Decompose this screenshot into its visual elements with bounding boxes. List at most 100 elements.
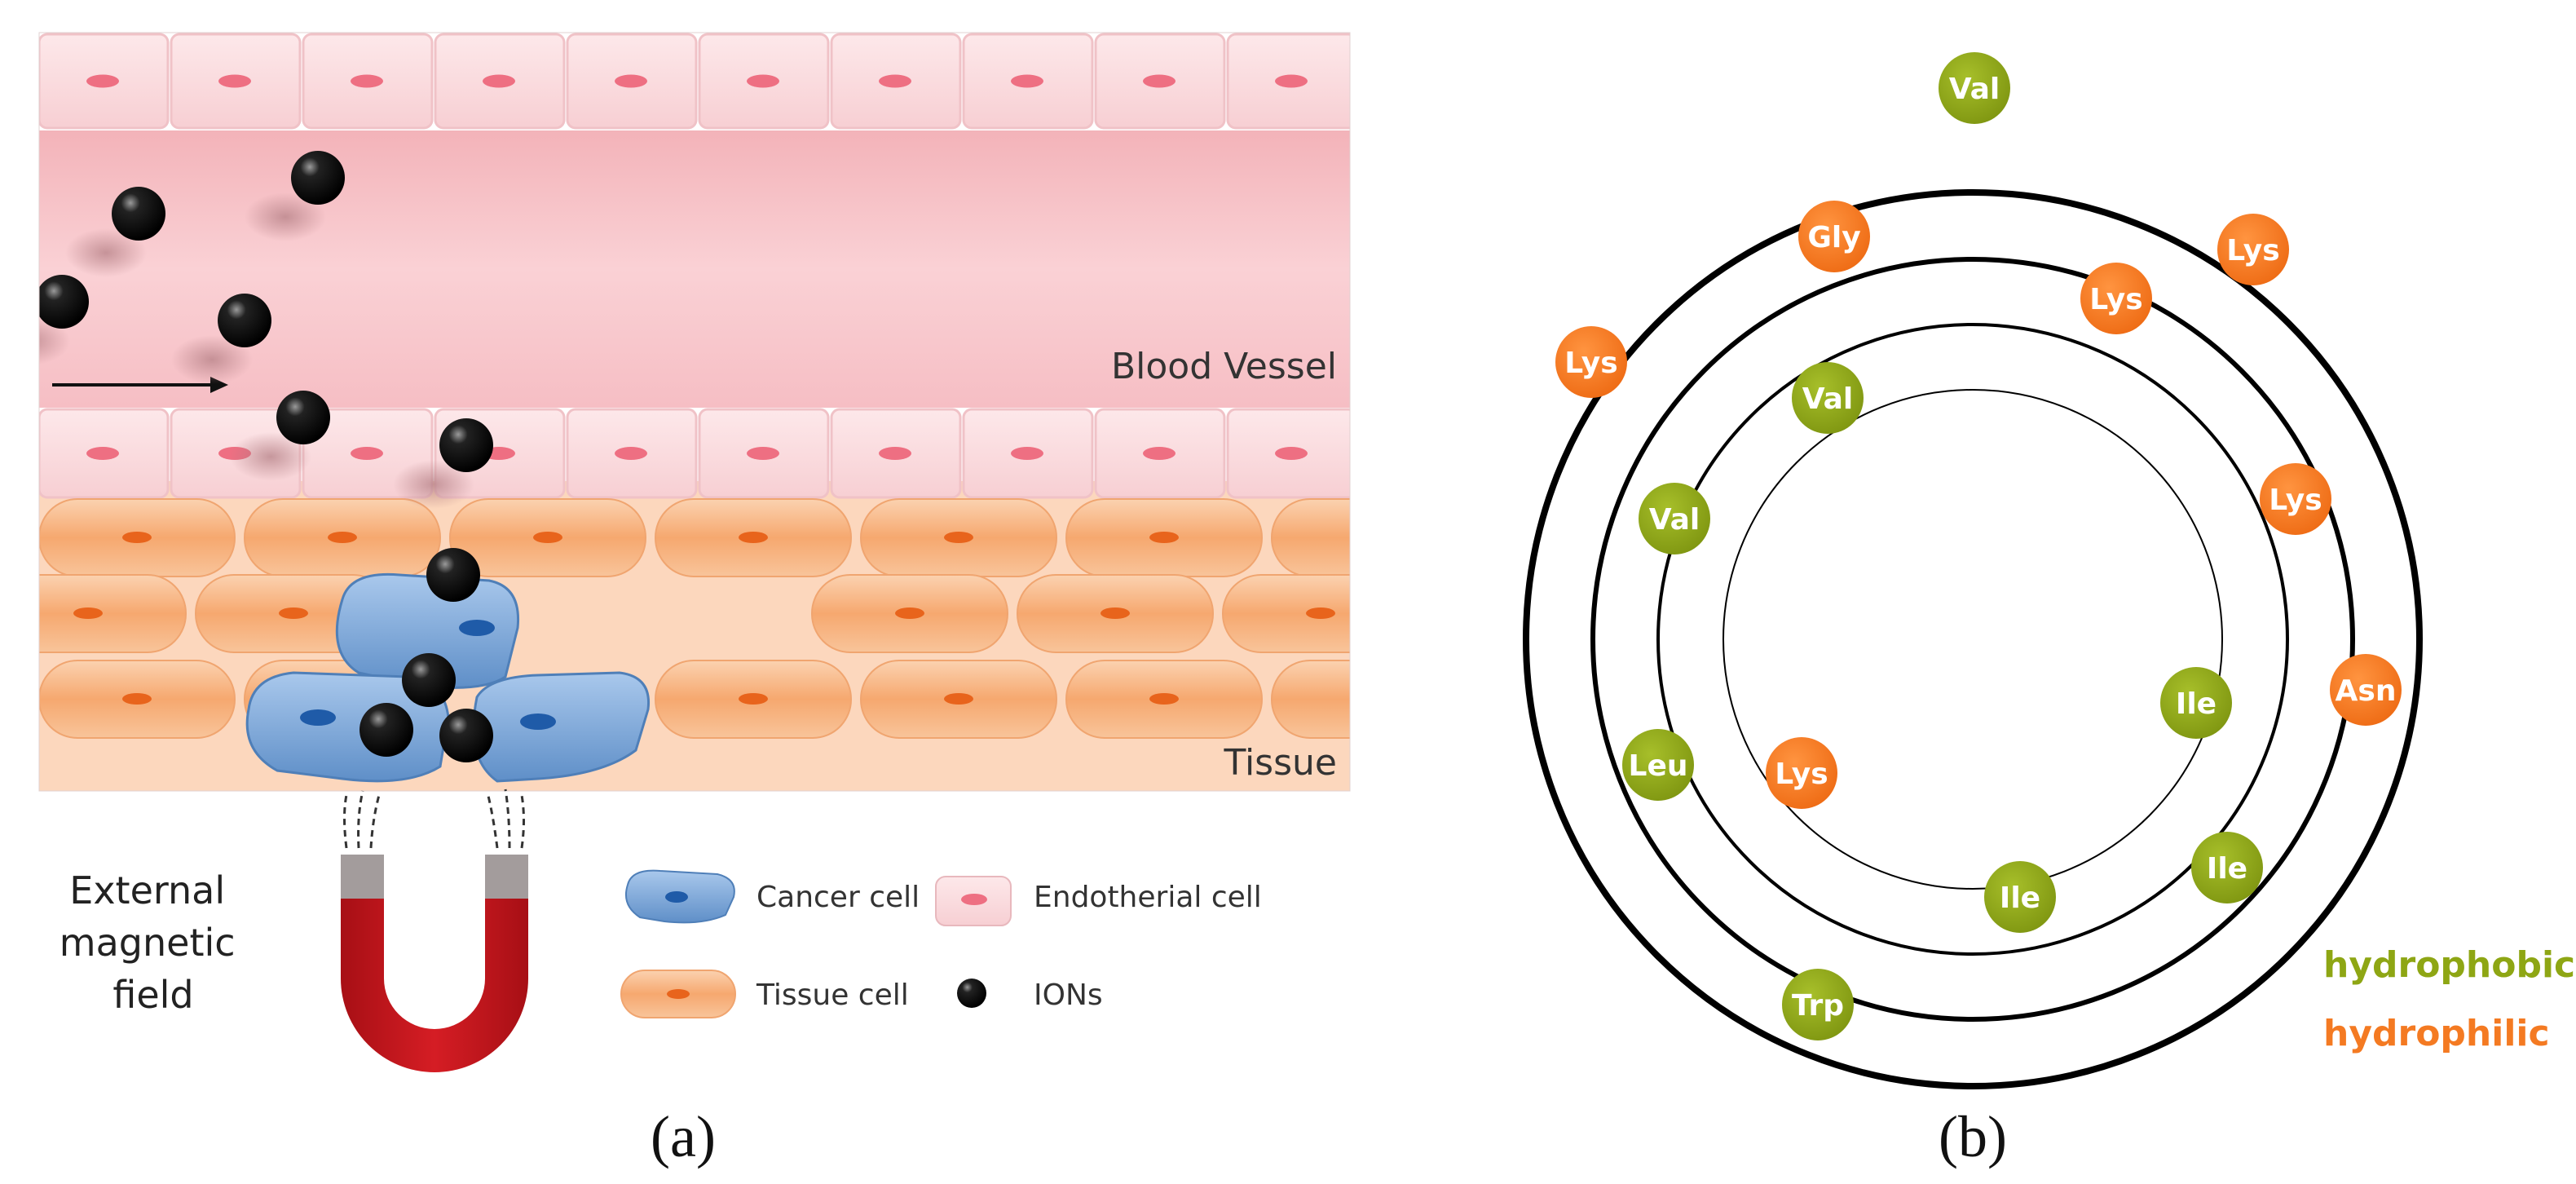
residue-label: Ile (2000, 881, 2040, 915)
residue-label: Asn (2336, 674, 2397, 708)
endothelial-nucleus (86, 447, 119, 460)
residue-label: Leu (1629, 749, 1688, 783)
residue-circle (1939, 52, 2010, 124)
endothelial-nucleus (1011, 74, 1043, 88)
tissue-nucleus (944, 693, 973, 705)
endothelial-cell (1360, 409, 1489, 497)
ion-particle (218, 294, 271, 347)
tissue-nucleus (1355, 693, 1384, 705)
endothelial-nucleus (747, 447, 779, 460)
magnet-body (341, 897, 528, 1072)
tissue-nucleus (122, 532, 152, 543)
residue-circle (1639, 483, 1710, 554)
endothelial-nucleus (879, 74, 911, 88)
ion-particle (359, 703, 413, 757)
endothelial-nucleus (1275, 447, 1308, 460)
endothelial-nucleus (1143, 74, 1176, 88)
endothelial-nucleus (218, 74, 251, 88)
residue-label: Lys (2226, 234, 2279, 267)
panel-b-label: (b) (1939, 1104, 2007, 1169)
residue-label: Lys (1775, 758, 1828, 791)
ion-particle (276, 391, 330, 444)
endothelial-nucleus (351, 74, 383, 88)
residue-node-hydrophobic: Ile (2191, 832, 2263, 903)
endothelial-nucleus (1275, 74, 1308, 88)
panel-a-illustration: Blood Vessel Tissue External magnetic fi… (38, 32, 1489, 1169)
legend-hydrophilic: hydrophilic (2323, 1013, 2550, 1054)
legend-cancer-cell: Cancer cell (756, 881, 920, 914)
residue-label: Val (1649, 503, 1700, 537)
residue-label: Val (1949, 73, 2000, 106)
iron-oxide-nanoparticles (39, 151, 493, 762)
residue-label: Lys (1564, 347, 1617, 380)
endothelial-nucleus (747, 74, 779, 88)
residue-circle (1622, 729, 1694, 801)
tissue-nucleus (73, 607, 103, 619)
tissue-nucleus (328, 532, 357, 543)
ring-middle (1590, 257, 2355, 1022)
tissue-nucleus (944, 532, 973, 543)
legend-ions: IONs (1034, 979, 1103, 1012)
endothelial-nucleus (615, 447, 647, 460)
residue-node-hydrophobic: Val (1939, 52, 2010, 124)
residue-node-hydrophobic: Ile (2160, 667, 2232, 739)
residue-circle (1766, 737, 1837, 809)
endothelial-nucleus (1407, 447, 1440, 460)
residue-node-hydrophobic: Trp (1782, 969, 1854, 1040)
blood-vessel-lumen (39, 130, 1350, 408)
ion-particle (39, 275, 89, 329)
residue-circle (2260, 463, 2331, 535)
residue-label: Ile (2176, 687, 2217, 721)
tissue-nucleus (895, 607, 924, 619)
tissue-cell (39, 574, 187, 653)
endothelial-nucleus (86, 74, 119, 88)
tissue-label: Tissue (1223, 742, 1337, 784)
residue-label: Val (1802, 382, 1854, 416)
tissue-nucleus (1355, 532, 1384, 543)
ring-outer (1523, 189, 2423, 1089)
residue-circle (1782, 969, 1854, 1040)
residue-circle (1798, 201, 1870, 272)
tissue-nucleus (279, 607, 308, 619)
cancer-cell-nucleus (300, 709, 336, 726)
ion-particle (426, 548, 480, 602)
tissue-nucleus (1101, 607, 1130, 619)
residue-node-hydrophilic: Lys (2260, 463, 2331, 535)
ion-particle (439, 418, 493, 472)
ion-particle (291, 151, 345, 205)
cancer-cell-nucleus (459, 620, 495, 636)
residue-node-hydrophilic: Asn (2330, 654, 2402, 726)
legend-ion-swatch (957, 979, 986, 1008)
residue-circle (1984, 861, 2056, 933)
residue-label: Lys (2269, 484, 2322, 517)
magnet-pole-right (485, 855, 528, 899)
legend-hydrophobic: hydrophobic (2323, 944, 2575, 986)
endothelial-cell (1360, 34, 1489, 128)
residue-circle (2160, 667, 2232, 739)
magnet-pole-left (341, 855, 384, 899)
ion-particle (112, 187, 165, 241)
ring-innermost (1722, 389, 2223, 890)
vessel-label: Blood Vessel (1111, 346, 1337, 387)
residue-circle (2330, 654, 2402, 726)
tissue-nucleus (1306, 607, 1335, 619)
residue-label: Trp (1792, 989, 1844, 1023)
residue-node-hydrophobic: Leu (1622, 729, 1694, 801)
ion-particle (439, 709, 493, 762)
endothelial-nucleus (351, 447, 383, 460)
residue-label: Lys (2089, 283, 2142, 316)
cancer-cell-nucleus (520, 713, 556, 730)
residue-label: Gly (1807, 221, 1860, 254)
panel-b-helical-wheel: ValLysLysAsnIleIleTrpLeuLysGlyLysValValI… (1523, 52, 2575, 1169)
tissue-nucleus (122, 693, 152, 705)
residue-node-hydrophilic: Gly (1798, 201, 1870, 272)
residue-node-hydrophilic: Lys (1766, 737, 1837, 809)
residue-node-hydrophobic: Val (1639, 483, 1710, 554)
tissue-cell (1271, 660, 1350, 739)
magnet-label: External magnetic field (60, 868, 247, 1017)
residue-node-hydrophobic: Val (1792, 362, 1864, 434)
ring-inner (1656, 323, 2289, 956)
cancer-cell (472, 671, 651, 783)
endothelial-nucleus (615, 74, 647, 88)
